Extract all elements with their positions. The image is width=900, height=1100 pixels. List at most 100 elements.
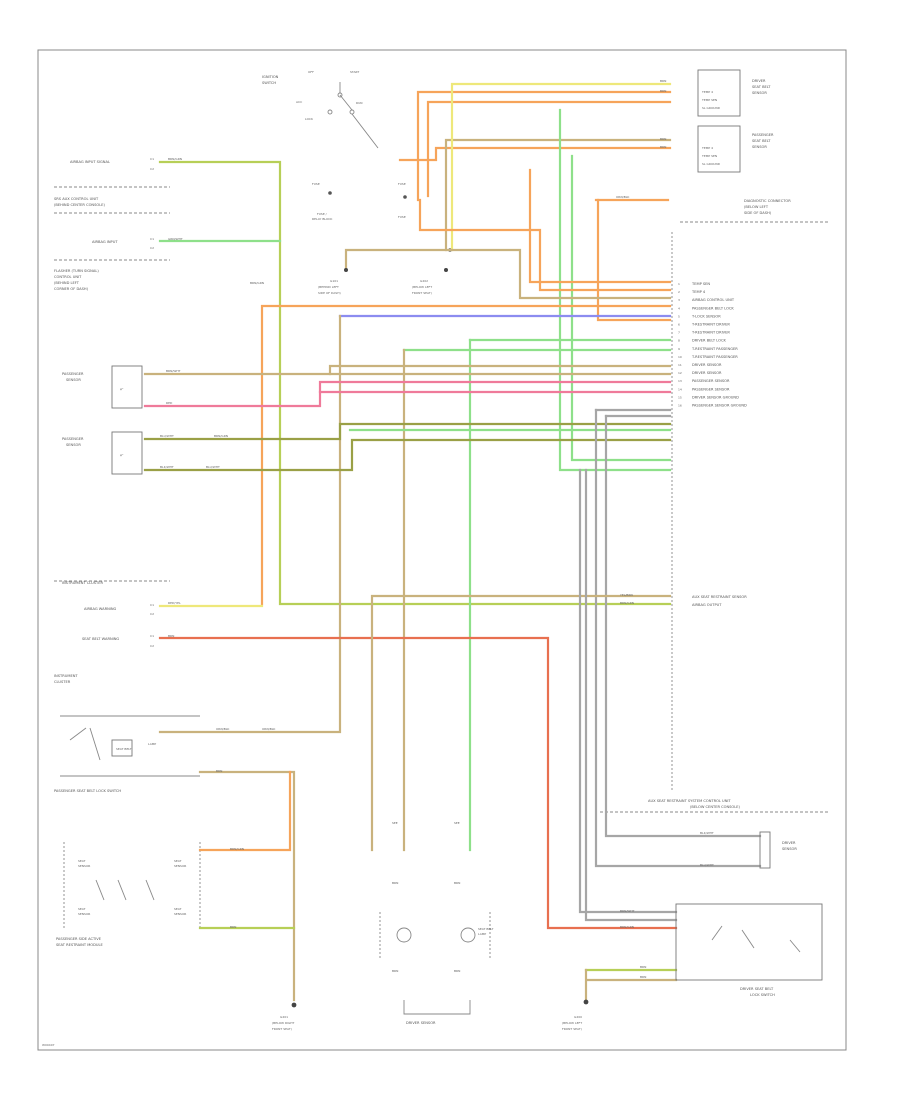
svg-text:LOCK SWITCH: LOCK SWITCH: [750, 993, 775, 997]
diagnostic-connector: DIAGNOSTIC CONNECTOR (BELOW LEFT SIDE OF…: [680, 199, 828, 223]
svg-text:C1: C1: [150, 237, 154, 241]
svg-text:LAMP: LAMP: [148, 742, 156, 746]
svg-text:SENSOR: SENSOR: [66, 378, 81, 382]
connector-pin-number: 7: [678, 331, 680, 335]
ignition-pos-lock: LOCK: [305, 117, 314, 121]
connector-pin-label: DRIVER SENSOR GROUND: [692, 395, 739, 399]
svg-text:(BELOW LEFT: (BELOW LEFT: [412, 285, 432, 289]
svg-text:SEAT BELT: SEAT BELT: [752, 139, 771, 143]
connector-pin-label: T-RESTRAINT DRIVER: [691, 331, 730, 335]
pin-aux-sensor: AUX SEAT RESTRAINT SENSOR: [692, 595, 747, 599]
wires: [143, 82, 762, 1002]
connector-pin-number: 10: [678, 355, 682, 359]
svg-text:SENSOR: SENSOR: [174, 912, 186, 916]
svg-text:FRONT SEAT): FRONT SEAT): [412, 291, 432, 295]
svg-text:(BELOW RIGHT: (BELOW RIGHT: [272, 1021, 295, 1025]
svg-text:LAMP: LAMP: [478, 932, 486, 936]
svg-text:G201: G201: [280, 1015, 288, 1019]
top-right-module-1: TEMP 4 TEMP SEN SL GROUND DRIVER SEAT BE…: [697, 69, 771, 117]
svg-text:BRN: BRN: [640, 975, 646, 979]
svg-text:FRONT SEAT): FRONT SEAT): [562, 1027, 582, 1031]
diagram-frame: [37, 49, 847, 1051]
svg-text:SENSOR: SENSOR: [752, 145, 767, 149]
svg-text:BLU/WHT: BLU/WHT: [206, 465, 220, 469]
svg-text:SEAT BELT: SEAT BELT: [752, 85, 771, 89]
connector-pin-number: 16: [678, 404, 682, 408]
connector-pin-label: T-RESTRAINT PASSENGER: [691, 355, 738, 359]
connector-pin-number: 15: [678, 395, 682, 399]
svg-text:C1: C1: [150, 634, 154, 638]
ignition-pos-run: RUN: [356, 101, 363, 105]
connector-pin-label: DRIVER SENSOR: [692, 363, 722, 367]
svg-text:BLK/WHT: BLK/WHT: [160, 465, 174, 469]
driver-belt-module: DRIVER SEAT BELT LOCK SWITCH DRIVER SENS…: [675, 831, 823, 997]
svg-text:BRN: BRN: [640, 965, 646, 969]
ignition-switch-label-1: IGNITION: [262, 75, 279, 79]
svg-text:C2: C2: [150, 167, 154, 171]
svg-text:SEAT BELT WARNING: SEAT BELT WARNING: [82, 637, 119, 641]
svg-text:SEE: SEE: [454, 821, 460, 825]
ignition-pos-off: OFF: [308, 70, 314, 74]
pin-airbag-output: AIRBAG OUTPUT: [692, 603, 722, 607]
svg-text:(BEHIND CENTER CONSOLE): (BEHIND CENTER CONSOLE): [54, 203, 105, 207]
ground-g4: G200 (BELOW LEFT FRONT SEAT): [562, 999, 589, 1031]
svg-text:SENSOR: SENSOR: [782, 847, 797, 851]
svg-text:SENSOR: SENSOR: [66, 443, 81, 447]
connector-pin-number: 1: [678, 282, 680, 286]
svg-text:RED/YEL: RED/YEL: [168, 601, 181, 605]
svg-text:TEMP 4: TEMP 4: [701, 146, 713, 150]
connector-pin-label: TEMP SEN: [691, 282, 710, 286]
svg-text:DRIVER SEAT BELT: DRIVER SEAT BELT: [740, 987, 774, 991]
svg-text:BRN/WHT: BRN/WHT: [620, 909, 635, 913]
svg-text:FUSE: FUSE: [312, 182, 320, 186]
svg-text:SEAT RESTRAINT MODULE: SEAT RESTRAINT MODULE: [56, 943, 104, 947]
svg-text:YEL/BRN: YEL/BRN: [620, 593, 633, 597]
svg-text:AUX SEAT RESTRAINT SYSTEM CONT: AUX SEAT RESTRAINT SYSTEM CONTROL UNIT: [648, 799, 731, 803]
connector-pin-label: TEMP 4: [691, 290, 706, 294]
svg-text:C1: C1: [150, 157, 154, 161]
svg-text:BRN: BRN: [660, 89, 666, 93]
connector-pin-number: 5: [678, 314, 680, 318]
connector-pin-label: AIRBAG CONTROL UNIT: [692, 298, 735, 302]
svg-text:(BEHIND LEFT: (BEHIND LEFT: [318, 285, 339, 289]
svg-text:FRONT SEAT): FRONT SEAT): [272, 1027, 292, 1031]
connector-pin-number: 12: [678, 371, 682, 375]
ground-g3: G201 (BELOW RIGHT FRONT SEAT): [272, 1002, 297, 1031]
svg-text:BRN: BRN: [454, 881, 460, 885]
svg-text:DRIVER: DRIVER: [752, 79, 766, 83]
svg-text:SEE: SEE: [392, 821, 398, 825]
connector-pin-number: 2: [678, 290, 680, 294]
svg-text:PASSENGER SIDE ACTIVE: PASSENGER SIDE ACTIVE: [56, 937, 102, 941]
svg-text:SEAT: SEAT: [174, 859, 182, 863]
svg-text:ORN/BLK: ORN/BLK: [262, 727, 276, 731]
svg-text:ORN/BLK: ORN/BLK: [616, 195, 630, 199]
svg-text:(BELOW LEFT: (BELOW LEFT: [562, 1021, 582, 1025]
fuse-junction: FUSE FUSE / RELAY BLOCK FUSE FUSE: [312, 182, 452, 252]
connector-pin-number: 11: [678, 363, 682, 367]
svg-text:INSTRUMENT: INSTRUMENT: [54, 674, 78, 678]
svg-text:SIDE OF DASH): SIDE OF DASH): [744, 211, 772, 215]
svg-text:ORN/BLK: ORN/BLK: [216, 727, 230, 731]
svg-text:CONTROL UNIT: CONTROL UNIT: [54, 275, 82, 279]
svg-text:G202: G202: [420, 279, 428, 283]
svg-text:SEAT: SEAT: [78, 859, 86, 863]
svg-text:SEAT: SEAT: [78, 907, 86, 911]
svg-text:(BELOW LEFT: (BELOW LEFT: [744, 205, 769, 209]
svg-text:BRN/GRN: BRN/GRN: [214, 434, 228, 438]
ground-g2: G202 (BELOW LEFT FRONT SEAT): [412, 268, 448, 295]
svg-text:PASSENGER: PASSENGER: [62, 372, 84, 376]
svg-text:DIAGNOSTIC CONNECTOR: DIAGNOSTIC CONNECTOR: [744, 199, 791, 203]
svg-text:BRN: BRN: [392, 881, 398, 885]
svg-text:TEMP SEN: TEMP SEN: [701, 98, 717, 102]
svg-text:BRN/GRN: BRN/GRN: [620, 925, 634, 929]
svg-text:C1: C1: [150, 603, 154, 607]
driver-sensor-module: SEAT BELT LAMP SEE SEE BRN BRN BRN BRN D…: [379, 821, 494, 1025]
svg-text:BRN: BRN: [660, 137, 666, 141]
connector-pin-number: 6: [678, 323, 680, 327]
svg-text:FUSE: FUSE: [398, 182, 406, 186]
connector-pin-label: DRIVER SENSOR: [692, 371, 722, 375]
svg-text:RELAY BLOCK: RELAY BLOCK: [312, 217, 333, 221]
connector-pin-label: T-RESTRAINT DRIVER: [691, 323, 730, 327]
svg-text:BRN/GRN: BRN/GRN: [620, 601, 634, 605]
svg-text:GRN/WHT: GRN/WHT: [168, 237, 183, 241]
